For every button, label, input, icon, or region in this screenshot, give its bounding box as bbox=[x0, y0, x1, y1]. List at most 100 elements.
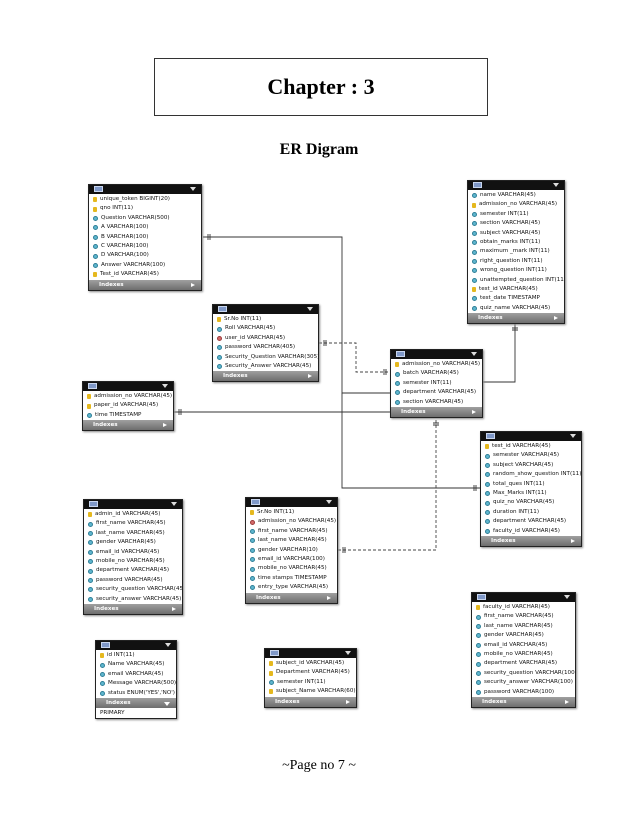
column-label: total_ques INT(11) bbox=[493, 480, 545, 487]
table-column: C VARCHAR(100) bbox=[89, 242, 201, 251]
column-label: maximum _mark INT(11) bbox=[480, 248, 550, 255]
expand-arrow-icon[interactable] bbox=[346, 699, 350, 704]
column-icon bbox=[93, 244, 98, 250]
column-icon bbox=[88, 568, 93, 574]
connector-login-student bbox=[319, 342, 390, 373]
table-header[interactable] bbox=[391, 350, 482, 359]
column-label: admission_no VARCHAR(45) bbox=[94, 393, 173, 399]
table-column: admission_no VARCHAR(45) bbox=[246, 517, 337, 526]
expand-arrow-icon[interactable] bbox=[308, 374, 312, 379]
connector-paper-tick bbox=[178, 409, 182, 415]
table-result[interactable]: name VARCHAR(45)admission_no VARCHAR(45)… bbox=[467, 180, 565, 325]
column-label: mobile_no VARCHAR(45) bbox=[96, 557, 165, 564]
column-label: subject VARCHAR(45) bbox=[493, 461, 554, 468]
table-column: password VARCHAR(405) bbox=[213, 343, 318, 352]
table-column: id INT(11) bbox=[96, 651, 176, 660]
column-label: Security_Answer VARCHAR(45) bbox=[225, 362, 312, 369]
expand-arrow-icon[interactable] bbox=[163, 423, 167, 428]
expand-arrow-icon[interactable] bbox=[172, 606, 176, 611]
key-icon bbox=[476, 605, 480, 611]
column-icon bbox=[472, 240, 477, 246]
expand-arrow-icon[interactable] bbox=[565, 699, 569, 704]
table-feedback[interactable]: id INT(11)Name VARCHAR(45)email VARCHAR(… bbox=[95, 640, 177, 719]
column-icon bbox=[476, 680, 481, 686]
expand-arrow-icon[interactable] bbox=[571, 538, 575, 543]
indexes-bar[interactable]: Indexes bbox=[481, 535, 581, 546]
table-column: subject_id VARCHAR(45) bbox=[265, 659, 356, 668]
table-header[interactable] bbox=[472, 593, 575, 602]
table-admin[interactable]: admin_id VARCHAR(45)first_name VARCHAR(4… bbox=[83, 499, 183, 615]
table-faculty[interactable]: faculty_id VARCHAR(45)first_name VARCHAR… bbox=[471, 592, 576, 708]
dropdown-arrow-icon[interactable] bbox=[190, 187, 196, 191]
expand-arrow-icon[interactable] bbox=[554, 316, 558, 321]
column-label: gender VARCHAR(45) bbox=[484, 632, 544, 639]
dropdown-arrow-icon[interactable] bbox=[553, 183, 559, 187]
key-icon bbox=[485, 444, 489, 450]
column-icon bbox=[476, 623, 481, 629]
table-column: time TIMESTAMP bbox=[83, 411, 173, 420]
indexes-bar[interactable]: Indexes bbox=[246, 592, 337, 603]
table-column: Message VARCHAR(500) bbox=[96, 679, 176, 688]
table-header[interactable] bbox=[84, 500, 182, 509]
table-header[interactable] bbox=[265, 649, 356, 658]
table-column: department VARCHAR(45) bbox=[84, 566, 182, 575]
collapse-arrow-icon[interactable] bbox=[164, 701, 170, 706]
column-label: mobile_no VARCHAR(45) bbox=[258, 565, 327, 572]
table-header[interactable] bbox=[213, 305, 318, 314]
expand-arrow-icon[interactable] bbox=[191, 282, 195, 287]
dropdown-arrow-icon[interactable] bbox=[471, 352, 477, 356]
dropdown-arrow-icon[interactable] bbox=[570, 434, 576, 438]
table-question[interactable]: unique_token BIGINT(20)qno INT(11)Questi… bbox=[88, 184, 202, 291]
indexes-bar[interactable]: Indexes bbox=[391, 406, 482, 417]
column-icon bbox=[395, 399, 400, 405]
dropdown-arrow-icon[interactable] bbox=[564, 595, 570, 599]
column-label: subject_Name VARCHAR(60) bbox=[276, 688, 356, 695]
table-studentinfo[interactable]: Sr.No INT(11)admission_no VARCHAR(45)fir… bbox=[245, 497, 338, 604]
table-paper[interactable]: admission_no VARCHAR(45)paper_id VARCHAR… bbox=[82, 381, 174, 432]
table-column: Roll VARCHAR(45) bbox=[213, 324, 318, 333]
column-label: security_question VARCHAR(45) bbox=[96, 586, 182, 593]
indexes-bar[interactable]: Indexes bbox=[96, 697, 176, 708]
table-header[interactable] bbox=[468, 181, 564, 190]
table-column: mobile_no VARCHAR(45) bbox=[246, 564, 337, 573]
table-header[interactable] bbox=[83, 382, 173, 391]
table-column: subject VARCHAR(45) bbox=[481, 461, 581, 470]
dropdown-arrow-icon[interactable] bbox=[326, 500, 332, 504]
expand-arrow-icon[interactable] bbox=[327, 595, 331, 600]
dropdown-arrow-icon[interactable] bbox=[307, 307, 313, 311]
table-subject[interactable]: subject_id VARCHAR(45)Department VARCHAR… bbox=[264, 648, 357, 708]
dropdown-arrow-icon[interactable] bbox=[171, 502, 177, 506]
column-label: email_id VARCHAR(45) bbox=[96, 548, 160, 555]
indexes-bar[interactable]: Indexes bbox=[89, 279, 201, 290]
indexes-bar[interactable]: Indexes bbox=[83, 420, 173, 431]
column-label: C VARCHAR(100) bbox=[101, 242, 149, 249]
indexes-bar[interactable]: Indexes bbox=[472, 696, 575, 707]
column-label: last_name VARCHAR(45) bbox=[96, 529, 165, 536]
table-column: total_ques INT(11) bbox=[481, 480, 581, 489]
table-column: last_name VARCHAR(45) bbox=[84, 529, 182, 538]
indexes-label: Indexes bbox=[401, 408, 426, 415]
column-label: first_name VARCHAR(45) bbox=[96, 520, 166, 527]
table-column: gender VARCHAR(10) bbox=[246, 546, 337, 555]
table-test[interactable]: test_id VARCHAR(45)semester VARCHAR(45)s… bbox=[480, 431, 582, 547]
indexes-bar[interactable]: Indexes bbox=[213, 371, 318, 382]
table-login[interactable]: Sr.No INT(11)Roll VARCHAR(45)user_id VAR… bbox=[212, 304, 319, 383]
indexes-bar[interactable]: Indexes bbox=[84, 603, 182, 614]
indexes-bar[interactable]: Indexes bbox=[468, 313, 564, 324]
table-column: quiz_no VARCHAR(45) bbox=[481, 498, 581, 507]
dropdown-arrow-icon[interactable] bbox=[345, 651, 351, 655]
table-student[interactable]: admission_no VARCHAR(45)batch VARCHAR(45… bbox=[390, 349, 483, 418]
column-label: Security_Question VARCHAR(305) bbox=[225, 353, 318, 360]
table-header[interactable] bbox=[481, 432, 581, 441]
indexes-bar[interactable]: Indexes bbox=[265, 696, 356, 707]
connector-result-tick bbox=[512, 327, 518, 331]
table-header[interactable] bbox=[89, 185, 201, 194]
table-header[interactable] bbox=[96, 641, 176, 650]
table-header[interactable] bbox=[246, 498, 337, 507]
expand-arrow-icon[interactable] bbox=[472, 409, 476, 414]
column-icon bbox=[88, 549, 93, 555]
dropdown-arrow-icon[interactable] bbox=[162, 384, 168, 388]
dropdown-arrow-icon[interactable] bbox=[165, 643, 171, 647]
column-label: Sr.No INT(11) bbox=[224, 316, 262, 322]
connector-question-student bbox=[203, 236, 390, 394]
